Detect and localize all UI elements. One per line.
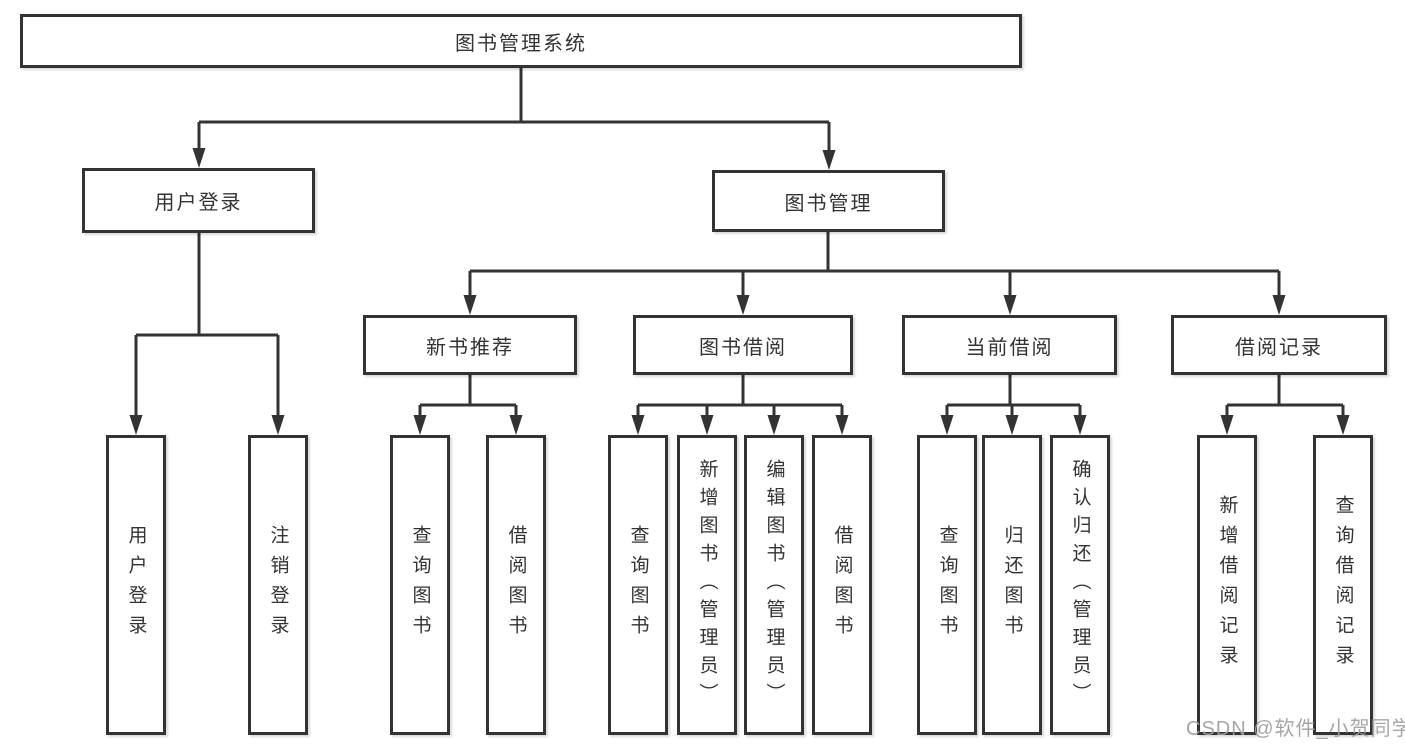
leaf-query-book-1-label: 查询图书 <box>409 525 431 645</box>
node-book-borrow-label: 图书借阅 <box>699 336 787 359</box>
leaf-add-borrow-record: 新增借阅记录 <box>1197 435 1257 735</box>
node-borrow-record: 借阅记录 <box>1171 315 1387 375</box>
leaf-edit-book-admin: 编辑图书（管理员） <box>744 435 804 735</box>
node-new-book-recommend-label: 新书推荐 <box>426 336 514 359</box>
node-user-login: 用户登录 <box>82 168 315 233</box>
leaf-user-login-label: 用户登录 <box>125 525 147 645</box>
connector-group-book-borrow <box>631 375 849 435</box>
leaf-edit-book-admin-label: 编辑图书（管理员） <box>763 459 785 711</box>
leaf-logout-label: 注销登录 <box>267 525 289 645</box>
leaf-add-borrow-record-label: 新增借阅记录 <box>1216 495 1238 675</box>
leaf-query-borrow-record: 查询借阅记录 <box>1313 435 1373 735</box>
connector-group-borrow-record <box>1220 375 1350 435</box>
node-book-borrow: 图书借阅 <box>633 315 853 375</box>
connector-book-branch <box>463 232 1286 315</box>
leaf-query-book-3-label: 查询图书 <box>936 525 958 645</box>
leaf-query-borrow-record-label: 查询借阅记录 <box>1332 495 1354 675</box>
leaf-confirm-return-admin: 确认归还（管理员） <box>1050 435 1110 735</box>
connector-root <box>192 68 836 170</box>
node-root-label: 图书管理系统 <box>455 32 587 55</box>
node-current-borrow: 当前借阅 <box>902 315 1117 375</box>
leaf-query-book-2-label: 查询图书 <box>627 525 649 645</box>
csdn-watermark: CSDN @软件_小贺同学 <box>1186 718 1405 740</box>
connector-group-new-book <box>413 375 523 435</box>
leaf-add-book-admin-label: 新增图书（管理员） <box>696 459 718 711</box>
leaf-query-book-3: 查询图书 <box>917 435 977 735</box>
node-book-management-label: 图书管理 <box>784 192 873 215</box>
leaf-query-book-2: 查询图书 <box>608 435 668 735</box>
node-user-login-label: 用户登录 <box>154 192 243 214</box>
node-root-system: 图书管理系统 <box>20 14 1022 68</box>
leaf-query-book-1: 查询图书 <box>390 435 450 735</box>
connector-group-current-borrow <box>940 375 1087 435</box>
leaf-borrow-book-2: 借阅图书 <box>812 435 872 735</box>
node-new-book-recommend: 新书推荐 <box>363 315 577 375</box>
leaf-return-book-label: 归还图书 <box>1001 525 1023 645</box>
leaf-borrow-book-2-label: 借阅图书 <box>831 525 853 645</box>
leaf-confirm-return-admin-label: 确认归还（管理员） <box>1069 459 1091 711</box>
connector-user-branch <box>129 233 285 435</box>
node-current-borrow-label: 当前借阅 <box>965 336 1054 359</box>
node-book-management: 图书管理 <box>712 170 945 232</box>
leaf-borrow-book-1: 借阅图书 <box>486 435 546 735</box>
leaf-user-login: 用户登录 <box>106 435 166 735</box>
node-borrow-record-label: 借阅记录 <box>1235 336 1323 359</box>
leaf-return-book: 归还图书 <box>982 435 1042 735</box>
leaf-borrow-book-1-label: 借阅图书 <box>505 525 527 645</box>
leaf-logout: 注销登录 <box>248 435 308 735</box>
leaf-add-book-admin: 新增图书（管理员） <box>677 435 737 735</box>
